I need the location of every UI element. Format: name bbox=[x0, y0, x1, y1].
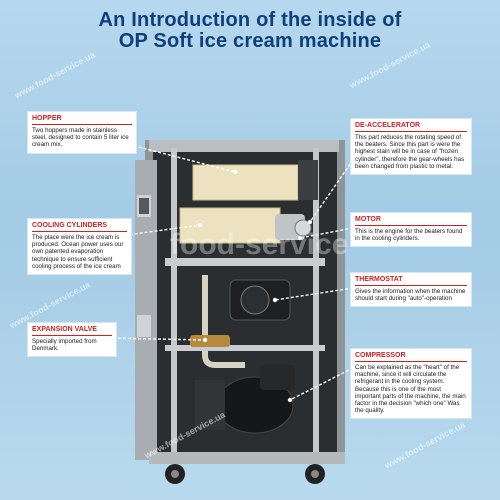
top-lid bbox=[149, 140, 339, 152]
base-frame bbox=[149, 452, 345, 464]
leader-dot-compressor bbox=[287, 397, 293, 403]
leader-dot-deaccelerator bbox=[307, 219, 313, 225]
refrigerant-pipe bbox=[202, 275, 245, 368]
cooling-text: The place were the ice cream is produced… bbox=[32, 234, 124, 270]
watermark-center: food-service bbox=[170, 228, 349, 261]
dispenser-handle-upper bbox=[139, 198, 149, 214]
shelf-upper bbox=[165, 258, 325, 266]
leader-dot-motor bbox=[297, 235, 303, 241]
motor-end bbox=[240, 285, 270, 315]
leader-thermostat bbox=[274, 287, 354, 301]
motor-rule bbox=[355, 225, 467, 226]
frame-post-right bbox=[313, 148, 319, 453]
machine-illustration bbox=[135, 140, 345, 484]
expansion-rule bbox=[32, 335, 112, 336]
thermostat-text: Gives the information when the machine s… bbox=[355, 288, 466, 303]
deaccelerator-text: This part reduces the rotating speed of … bbox=[355, 134, 465, 170]
leader-expansion bbox=[107, 337, 206, 341]
expansion-text: Specially imported from Denmark. bbox=[32, 338, 97, 353]
leader-dot-thermostat bbox=[272, 297, 278, 303]
expansion-heading: EXPANSION VALVE bbox=[32, 326, 97, 333]
callout-thermostat: THERMOSTAT Gives the information when th… bbox=[350, 272, 472, 308]
title-line-1: An Introduction of the inside of bbox=[98, 9, 402, 31]
callout-hopper: HOPPER Two hoppers made in stainless ste… bbox=[27, 111, 137, 154]
shelf-lower bbox=[165, 345, 325, 351]
front-panel bbox=[135, 160, 157, 460]
frame-post-left bbox=[171, 148, 177, 453]
hopper-side bbox=[298, 160, 318, 200]
callout-motor: MOTOR This is the engine for the beaters… bbox=[350, 212, 472, 248]
cooling-rule bbox=[32, 231, 127, 232]
motor-text: This is the engine for the beaters found… bbox=[355, 228, 463, 243]
callout-expansion-valve: EXPANSION VALVE Specially imported from … bbox=[27, 322, 117, 358]
leader-motor bbox=[299, 227, 354, 239]
compressor-rule bbox=[355, 361, 467, 362]
gear-cap bbox=[294, 219, 312, 237]
hopper-text: Two hoppers made in stainless steel, des… bbox=[32, 127, 129, 149]
leader-compressor bbox=[289, 367, 354, 401]
cooling-heading: COOLING CYLINDERS bbox=[32, 222, 108, 229]
compressor-heading: COMPRESSOR bbox=[355, 352, 406, 359]
motor-heading: MOTOR bbox=[355, 216, 381, 223]
deaccelerator-heading: DE-ACCELERATOR bbox=[355, 122, 421, 129]
hopper-box bbox=[192, 164, 299, 201]
deaccelerator-rule bbox=[355, 131, 467, 132]
callout-de-accelerator: DE-ACCELERATOR This part reduces the rot… bbox=[350, 118, 472, 176]
leader-dot-expansion bbox=[202, 337, 208, 343]
leader-deaccelerator bbox=[309, 159, 354, 223]
hopper-rule bbox=[32, 124, 132, 125]
compressor-top bbox=[260, 365, 295, 390]
leader-dot-cooling bbox=[197, 222, 203, 228]
hopper-heading: HOPPER bbox=[32, 115, 62, 122]
callout-cooling-cylinders: COOLING CYLINDERS The place were the ice… bbox=[27, 218, 132, 276]
leader-dot-hopper bbox=[232, 169, 238, 175]
title-line-2: OP Soft ice cream machine bbox=[118, 30, 382, 52]
dispenser-head-lower bbox=[137, 315, 151, 337]
thermostat-rule bbox=[355, 285, 467, 286]
leader-hopper bbox=[99, 136, 236, 173]
callout-compressor: COMPRESSOR Can be explained as the "hear… bbox=[350, 348, 472, 420]
compressor-text: Can be explained as the "heart" of the m… bbox=[355, 364, 466, 415]
wheel-right-hub bbox=[311, 470, 319, 478]
thermostat-heading: THERMOSTAT bbox=[355, 276, 403, 283]
wheel-left-hub bbox=[171, 470, 179, 478]
fan-unit bbox=[195, 380, 225, 430]
expansion-valve bbox=[190, 335, 230, 347]
